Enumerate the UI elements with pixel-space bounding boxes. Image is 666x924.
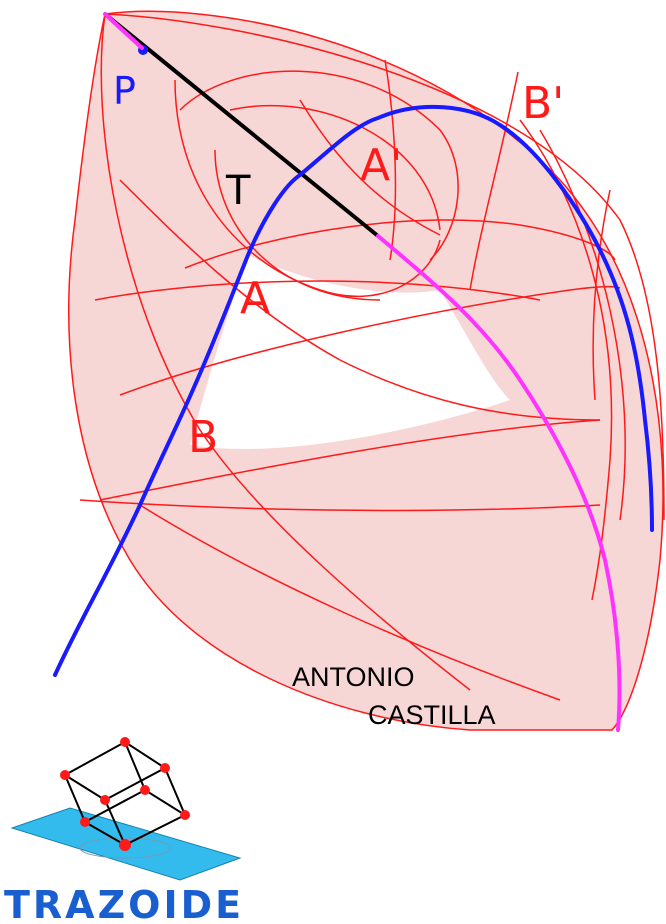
label-a-prime: A' [360, 140, 402, 191]
label-t: T [225, 168, 251, 214]
unshaded-lune [190, 255, 510, 449]
segment-pt [103, 12, 380, 238]
label-b: B [188, 412, 218, 463]
signature-line-1: ANTONIO [292, 662, 415, 692]
label-b-prime: B' [522, 78, 564, 129]
label-p: P [113, 69, 136, 113]
logo-text: TRAZOIDE [4, 883, 244, 924]
meridian-top-segment [103, 12, 144, 50]
signature-line-2: CASTILLA [368, 700, 496, 730]
loxodrome-curve [53, 104, 654, 677]
cube-on-plane-icon [10, 737, 242, 881]
trazoide-logo: TRAZOIDE [4, 737, 244, 924]
label-a: A [240, 273, 270, 324]
